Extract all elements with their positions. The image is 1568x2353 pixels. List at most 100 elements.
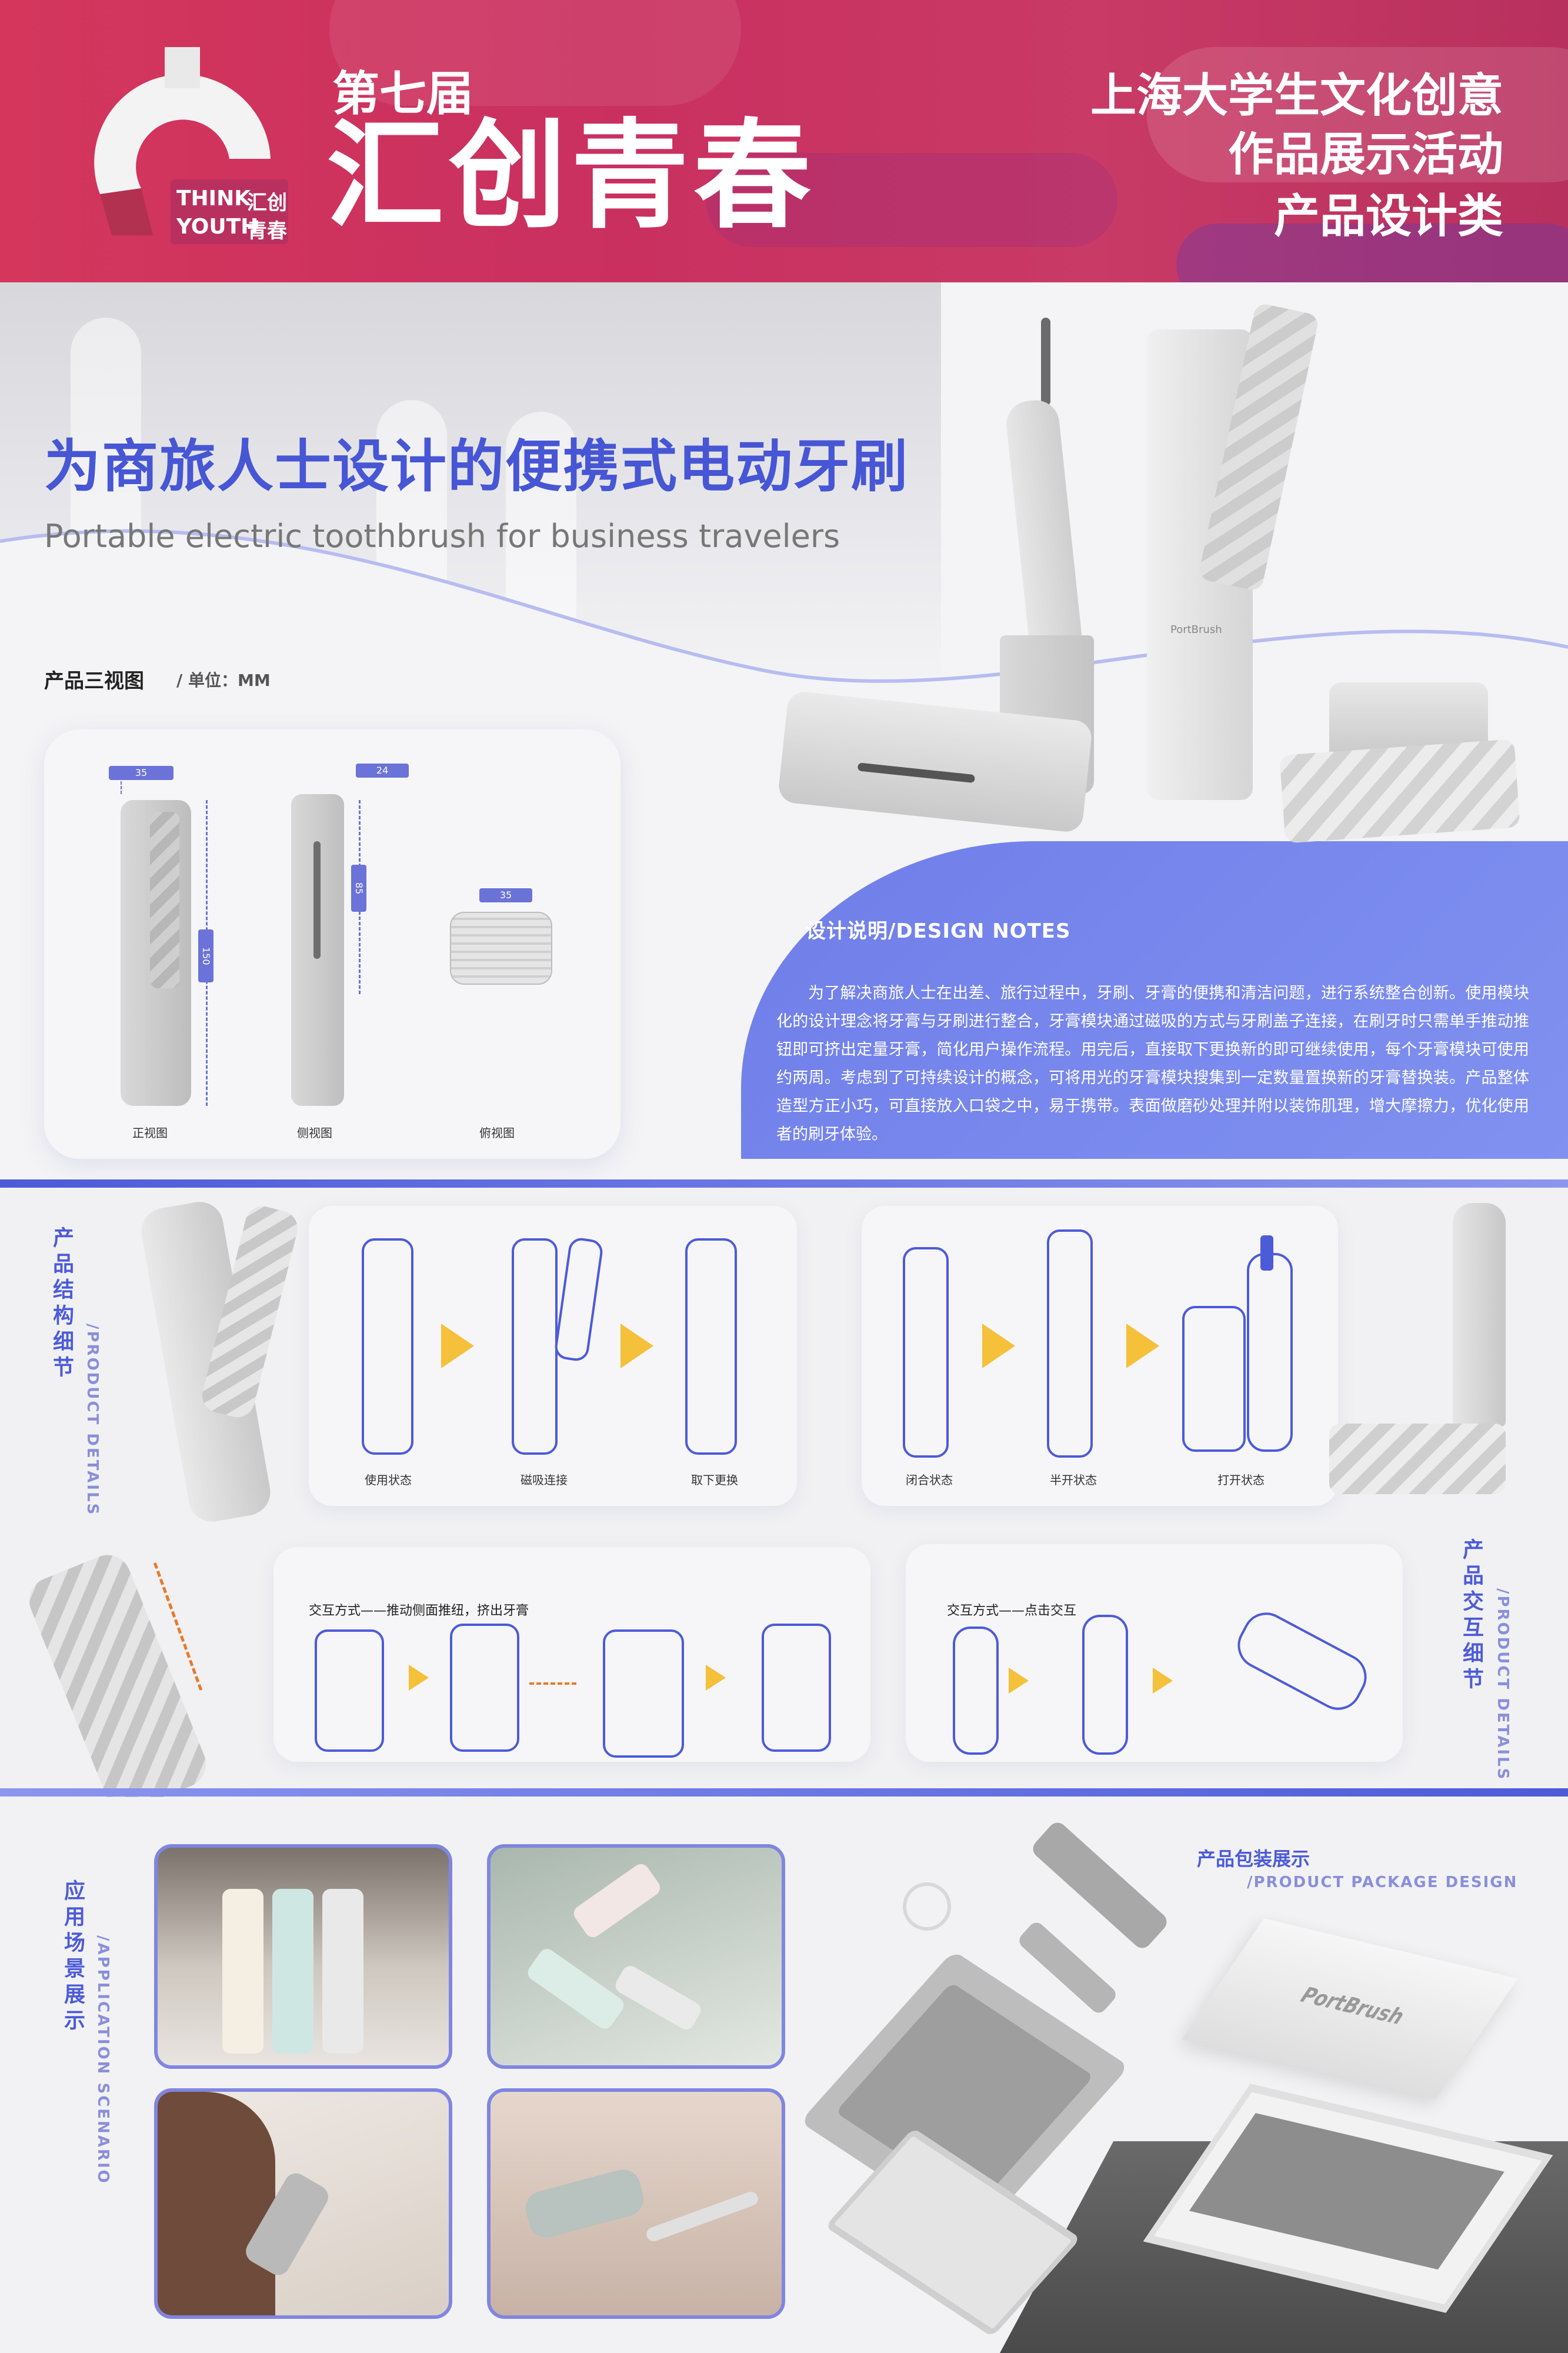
sketch-half-open xyxy=(1047,1229,1093,1458)
photo-object xyxy=(612,1962,704,2033)
brush-handle xyxy=(1004,398,1084,661)
sketch-push-2 xyxy=(450,1624,519,1752)
header-right-line-3: 产品设计类 xyxy=(1273,190,1503,243)
sketch-open-brush xyxy=(1247,1253,1293,1452)
logo-ring-icon xyxy=(94,47,271,235)
brush-head xyxy=(1041,318,1050,406)
package-brand: PortBrush xyxy=(1295,1982,1410,2029)
interaction-title-cn: 产品交互细节 xyxy=(1459,1538,1483,1694)
edition-label: 第七届 xyxy=(332,66,473,121)
side-height-dim: 85 xyxy=(351,865,366,912)
top-width-dim: 35 xyxy=(479,888,532,902)
event-logo: THINK 汇创 YOUTH 青春 xyxy=(76,41,288,253)
cable-icon xyxy=(903,1882,951,1931)
arrow-right-icon xyxy=(706,1665,726,1691)
step-label-half-open: 半开状态 xyxy=(1050,1473,1097,1487)
step-label-use: 使用状态 xyxy=(365,1473,412,1487)
sketch-open-case xyxy=(1182,1306,1246,1452)
header-decor xyxy=(706,153,1117,247)
sketch-use-state xyxy=(362,1238,413,1455)
interaction-card-left: 交互方式——推动侧面推纽，挤出牙膏 xyxy=(273,1547,870,1762)
hero-section: 为商旅人士设计的便携式电动牙刷 Portable electric toothb… xyxy=(0,282,1568,1182)
structure-title-en: /PRODUCT DETAILS xyxy=(84,1324,101,1517)
structure-card-left: 使用状态 磁吸连接 取下更换 xyxy=(309,1206,797,1506)
arrow-right-icon xyxy=(1009,1668,1029,1694)
front-view-drawing xyxy=(121,800,191,1106)
header-right-line-1: 上海大学生文化创意 xyxy=(1090,69,1503,122)
sketch-tap-3 xyxy=(1229,1604,1375,1718)
interaction-caption-right: 交互方式——点击交互 xyxy=(947,1604,1077,1618)
sketch-tap-1 xyxy=(953,1627,999,1755)
package-title-cn: 产品包装展示 xyxy=(1197,1848,1310,1870)
photo-object xyxy=(571,1861,663,1941)
side-view-label: 侧视图 xyxy=(297,1126,332,1140)
step-label-replace: 取下更换 xyxy=(691,1473,738,1487)
scenario-photo-table xyxy=(487,1844,785,2069)
arrow-right-icon xyxy=(982,1324,1015,1368)
brush-bristle xyxy=(1260,1235,1273,1271)
front-width-dim: 35 xyxy=(109,766,174,780)
logo-text-cn-1: 汇创 xyxy=(247,191,287,215)
interaction-title-en: /PRODUCT DETAILS xyxy=(1494,1588,1512,1781)
photo-object xyxy=(272,1889,313,2054)
top-view-label: 俯视图 xyxy=(479,1126,515,1140)
sketch-magnetic-lid xyxy=(553,1236,605,1363)
arrow-right-icon xyxy=(1153,1668,1173,1694)
side-view-drawing xyxy=(291,794,344,1106)
photo-object xyxy=(322,1889,363,2054)
sketch-push-4 xyxy=(762,1624,831,1752)
box-insert xyxy=(1189,2113,1504,2270)
event-title: 汇创青春 xyxy=(326,108,816,245)
arrow-right-icon xyxy=(620,1324,653,1368)
dim-line xyxy=(121,776,123,794)
logo-text-cn-2: 青春 xyxy=(247,219,287,243)
sketch-tap-2 xyxy=(1082,1615,1128,1755)
structure-module-render xyxy=(1329,1424,1506,1494)
logo-text-think: THINK xyxy=(176,186,251,211)
header-decor xyxy=(1176,224,1568,282)
three-view-heading: 产品三视图 xyxy=(44,669,144,693)
structure-card-right: 闭合状态 半开状态 打开状态 xyxy=(862,1206,1338,1506)
scenario-title-cn: 应用场景展示 xyxy=(61,1879,85,2035)
arrow-right-icon xyxy=(409,1665,429,1691)
sketch-magnetic xyxy=(512,1238,558,1455)
logo-text-youth: YOUTH xyxy=(176,215,259,239)
hero-title-en: Portable electric toothbrush for busines… xyxy=(44,518,840,555)
package-title-en: /PRODUCT PACKAGE DESIGN xyxy=(1247,1874,1518,1891)
module-render-2 xyxy=(1279,739,1520,844)
scenario-photo-person xyxy=(154,2088,452,2319)
step-label-open: 打开状态 xyxy=(1217,1473,1265,1487)
interaction-card-right: 交互方式——点击交互 xyxy=(906,1544,1403,1762)
sketch-push-3 xyxy=(603,1629,684,1758)
photo-object xyxy=(522,2165,648,2242)
front-height-dim: 150 xyxy=(198,929,213,982)
case-brand: PortBrush xyxy=(1170,624,1222,636)
arrow-right-icon xyxy=(1126,1324,1159,1368)
side-slider xyxy=(313,841,321,959)
front-view-label: 正视图 xyxy=(132,1126,168,1140)
photo-object xyxy=(525,1945,627,2032)
push-arrow xyxy=(529,1682,576,1685)
scenario-photo-bathroom xyxy=(154,1844,452,2069)
side-width-dim: 24 xyxy=(356,764,409,778)
header-decor xyxy=(1147,47,1568,182)
scenario-title-en: /APPLICATION SCENARIO xyxy=(94,1935,112,2185)
design-notes-body: 为了解决商旅人士在出差、旅行过程中，牙刷、牙膏的便携和清洁问题，进行系统整合创新… xyxy=(776,984,1529,1144)
front-texture xyxy=(150,812,179,988)
photo-object xyxy=(644,2189,760,2244)
interaction-caption-left: 交互方式——推动侧面推纽，挤出牙膏 xyxy=(309,1604,529,1618)
step-label-magnetic: 磁吸连接 xyxy=(521,1473,568,1487)
header-banner: THINK 汇创 YOUTH 青春 第七届 汇创青春 上海大学生文化创意 作品展… xyxy=(0,0,1568,282)
step-label-closed: 闭合状态 xyxy=(906,1473,953,1487)
section-divider xyxy=(0,1788,1568,1797)
sketch-push-1 xyxy=(315,1629,384,1752)
three-view-card: 35 150 正视图 24 85 侧视图 35 俯视图 xyxy=(44,729,620,1159)
header-decor xyxy=(329,0,741,106)
design-notes-panel xyxy=(741,841,1568,1159)
slider-slot xyxy=(857,762,976,784)
section-divider xyxy=(0,1179,1568,1188)
sketch-replace xyxy=(685,1238,737,1455)
three-view-unit: / 单位：MM xyxy=(176,671,271,690)
logo-badge: THINK 汇创 YOUTH 青春 xyxy=(171,179,288,244)
sketch-closed xyxy=(903,1247,949,1458)
